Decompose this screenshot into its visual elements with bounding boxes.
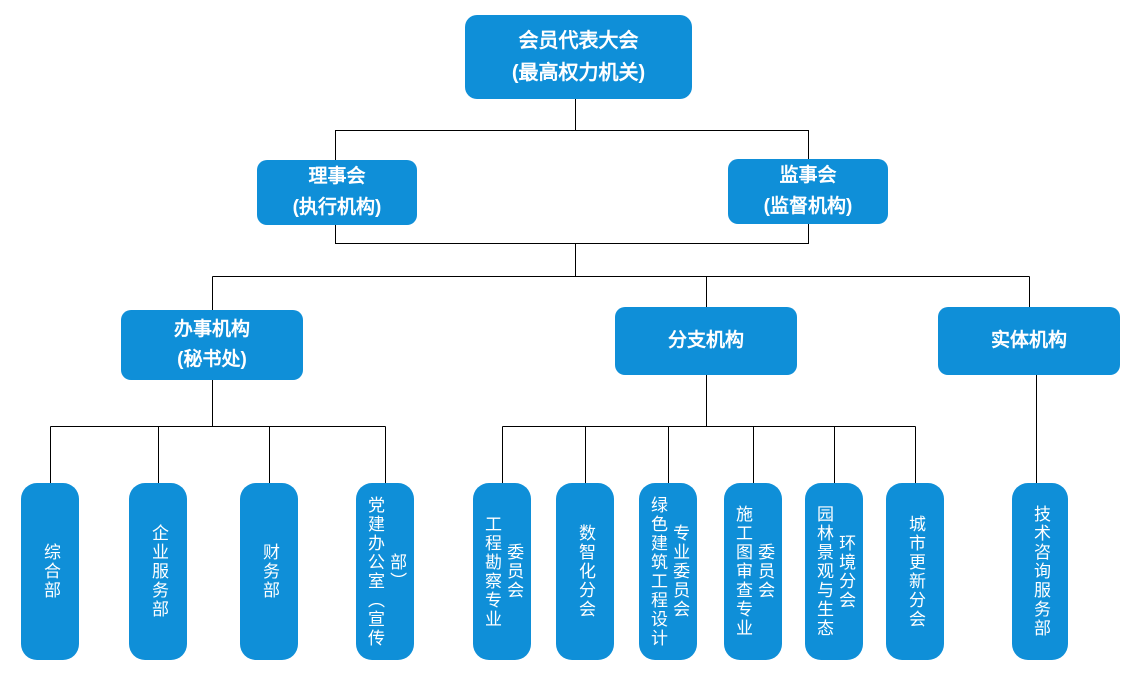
node-construction-drawing-review-committee: 施工图审查专业 委员会 bbox=[724, 483, 782, 660]
node-label: 财务部 bbox=[260, 543, 280, 600]
node-title: 分支机构 bbox=[667, 329, 744, 351]
node-urban-renewal-branch: 城市更新分会 bbox=[886, 483, 944, 660]
node-office-secretariat: 办事机构 (秘书处) bbox=[121, 310, 303, 380]
node-title: 会员代表大会 bbox=[518, 30, 639, 52]
node-supervisory-board: 监事会 (监督机构) bbox=[728, 159, 888, 224]
node-party-building-office: 党建办公室（宣传部） bbox=[356, 483, 414, 660]
node-title: 监事会 bbox=[779, 165, 837, 187]
node-label: 绿色建筑工程设计 专业委员会 bbox=[648, 495, 690, 648]
node-subtitle: (最高权力机关) bbox=[511, 62, 646, 84]
node-subtitle: (秘书处) bbox=[177, 349, 247, 370]
node-branch-organizations: 分支机构 bbox=[615, 307, 797, 375]
node-entity-organizations: 实体机构 bbox=[938, 307, 1120, 375]
node-general-department: 综合部 bbox=[21, 483, 79, 660]
node-technical-consulting-service-department: 技术咨询服务部 bbox=[1012, 483, 1068, 660]
node-title: 理事会 bbox=[308, 166, 366, 188]
node-label: 施工图审查专业 委员会 bbox=[733, 505, 775, 638]
node-landscape-ecology-branch: 园林景观与生态 环境分会 bbox=[805, 483, 863, 660]
node-label: 城市更新分会 bbox=[906, 514, 926, 629]
node-council: 理事会 (执行机构) bbox=[257, 160, 417, 225]
node-label: 数智化分会 bbox=[576, 524, 596, 619]
node-engineering-survey-committee: 工程勘察专业 委员会 bbox=[473, 483, 531, 660]
node-subtitle: (执行机构) bbox=[292, 196, 382, 218]
node-green-building-design-committee: 绿色建筑工程设计 专业委员会 bbox=[639, 483, 697, 660]
node-label: 工程勘察专业 委员会 bbox=[482, 514, 524, 629]
node-enterprise-service-department: 企业服务部 bbox=[129, 483, 187, 660]
node-title: 实体机构 bbox=[990, 329, 1067, 351]
node-title: 办事机构 bbox=[173, 318, 250, 340]
node-label: 企业服务部 bbox=[149, 524, 169, 619]
node-members-assembly: 会员代表大会 (最高权力机关) bbox=[465, 15, 692, 99]
node-label: 综合部 bbox=[41, 543, 61, 600]
node-label: 技术咨询服务部 bbox=[1031, 505, 1051, 638]
node-label: 党建办公室（宣传部） bbox=[365, 495, 407, 648]
node-finance-department: 财务部 bbox=[240, 483, 298, 660]
node-digital-intelligence-branch: 数智化分会 bbox=[556, 483, 614, 660]
node-subtitle: (监督机构) bbox=[763, 195, 853, 217]
node-label: 园林景观与生态 环境分会 bbox=[814, 505, 856, 638]
